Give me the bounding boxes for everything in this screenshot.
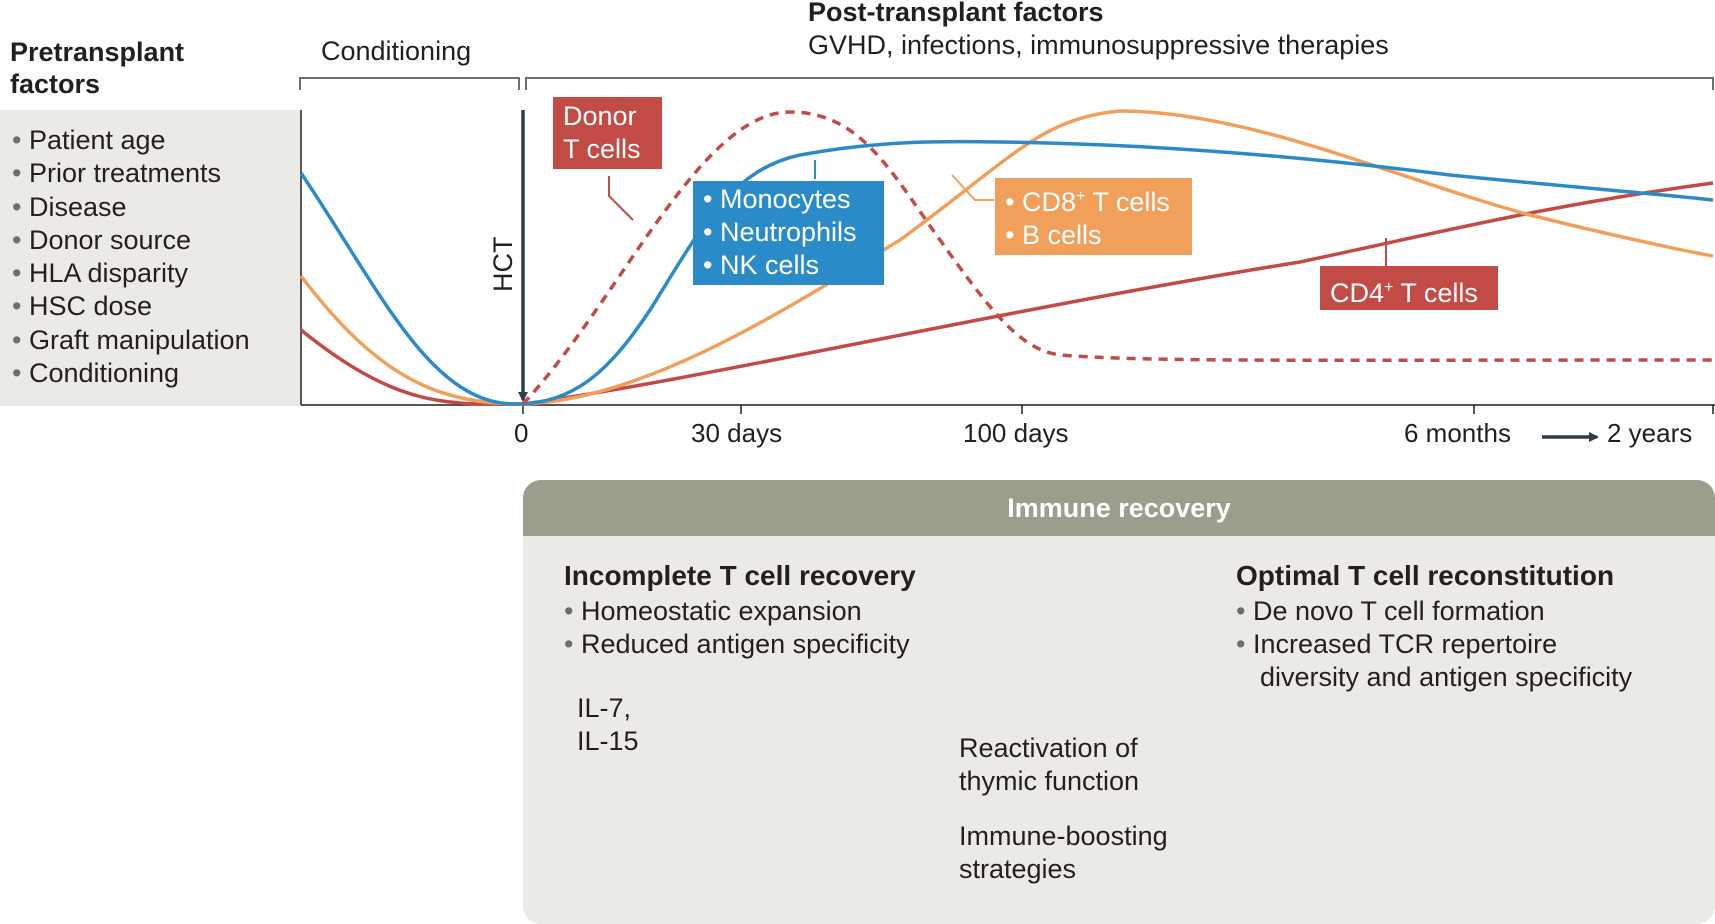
- pretransplant-item: Graft manipulation: [12, 324, 250, 357]
- cd4-label-rest: T cells: [1393, 278, 1478, 308]
- donor-label-line2: T cells: [563, 134, 641, 164]
- b-cells-label: B cells: [1005, 219, 1182, 252]
- immune-boosting-line2: strategies: [959, 854, 1077, 884]
- pretransplant-title-line2: factors: [10, 69, 101, 99]
- pretransplant-title-line1: Pretransplant: [10, 37, 185, 67]
- pretransplant-item: Patient age: [12, 124, 250, 157]
- hct-label: HCT: [488, 237, 518, 293]
- posttransplant-bracket: [525, 77, 1714, 90]
- immune-recovery-header: Immune recovery: [523, 480, 1715, 536]
- arrow-label-above: Reactivation of thymic function: [959, 732, 1139, 798]
- cd4-label-main: CD4: [1330, 278, 1385, 308]
- pretransplant-title: Pretransplant factors: [10, 36, 184, 100]
- innate-item-monocytes: Monocytes: [703, 183, 874, 216]
- incomplete-recovery-list: Homeostatic expansion Reduced antigen sp…: [564, 595, 910, 661]
- tick-label-2-years: 2 years: [1607, 418, 1693, 448]
- optimal-item: Increased TCR repertoire: [1236, 628, 1632, 661]
- innate-cells-box: Monocytes Neutrophils NK cells: [693, 181, 884, 285]
- pretransplant-item: Prior treatments: [12, 157, 250, 190]
- donor-label-line1: Donor: [563, 101, 637, 131]
- immune-recovery-panel: Immune recovery: [523, 480, 1715, 924]
- posttransplant-subtitle: GVHD, infections, immunosuppressive ther…: [808, 30, 1389, 60]
- optimal-reconstitution-title: Optimal T cell reconstitution: [1236, 560, 1615, 591]
- optimal-item: De novo T cell formation: [1236, 595, 1632, 628]
- tick-label-30-days: 30 days: [691, 418, 783, 448]
- arrow-label-below: Immune-boosting strategies: [959, 820, 1168, 886]
- cytokine-il15: IL-15: [577, 726, 639, 756]
- immune-boosting-line1: Immune-boosting: [959, 821, 1168, 851]
- tick-label-6-months: 6 months: [1404, 418, 1511, 448]
- cd8-label-rest: T cells: [1085, 187, 1170, 217]
- conditioning-bracket: [299, 77, 520, 90]
- pretransplant-item: HSC dose: [12, 290, 250, 323]
- posttransplant-title: Post-transplant factors: [808, 0, 1104, 27]
- pretransplant-item: HLA disparity: [12, 257, 250, 290]
- incomplete-item: Reduced antigen specificity: [564, 628, 910, 661]
- cytokine-labels: IL-7, IL-15: [577, 692, 639, 758]
- incomplete-recovery-title: Incomplete T cell recovery: [564, 560, 916, 591]
- pretransplant-list: Patient age Prior treatments Disease Don…: [12, 124, 250, 390]
- conditioning-label: Conditioning: [321, 36, 472, 66]
- pretransplant-item: Conditioning: [12, 357, 250, 390]
- optimal-reconstitution-list: De novo T cell formation Increased TCR r…: [1236, 595, 1632, 694]
- cd4-t-cells-box: CD4+ T cells: [1320, 266, 1498, 310]
- cd8-leader: [951, 174, 994, 201]
- pretransplant-item: Donor source: [12, 224, 250, 257]
- reactivation-line1: Reactivation of: [959, 733, 1138, 763]
- cd4-label-sup: +: [1384, 279, 1394, 296]
- incomplete-item: Homeostatic expansion: [564, 595, 910, 628]
- tick-label-100-days: 100 days: [963, 418, 1069, 448]
- cd8-b-cells-box: CD8+ T cells B cells: [995, 178, 1192, 255]
- pretransplant-item: Disease: [12, 191, 250, 224]
- cytokine-il7: IL-7,: [577, 693, 632, 723]
- innate-item-nk-cells: NK cells: [703, 249, 874, 282]
- tick-label-0: 0: [514, 418, 529, 448]
- innate-item-neutrophils: Neutrophils: [703, 216, 874, 249]
- donor-leader: [608, 176, 634, 221]
- donor-t-cells-box: Donor T cells: [553, 97, 662, 169]
- optimal-item-continuation: diversity and antigen specificity: [1260, 662, 1633, 692]
- innate-cells-curve: [299, 139, 1714, 406]
- cd8-label-main: CD8: [1021, 187, 1076, 217]
- cd4-t-cells-curve: [299, 181, 1714, 406]
- reactivation-line2: thymic function: [959, 766, 1140, 796]
- cd8-t-cells-label: CD8+ T cells: [1005, 180, 1182, 219]
- cd8-label-sup: +: [1075, 188, 1086, 205]
- donor-t-cells-curve: [521, 110, 1714, 406]
